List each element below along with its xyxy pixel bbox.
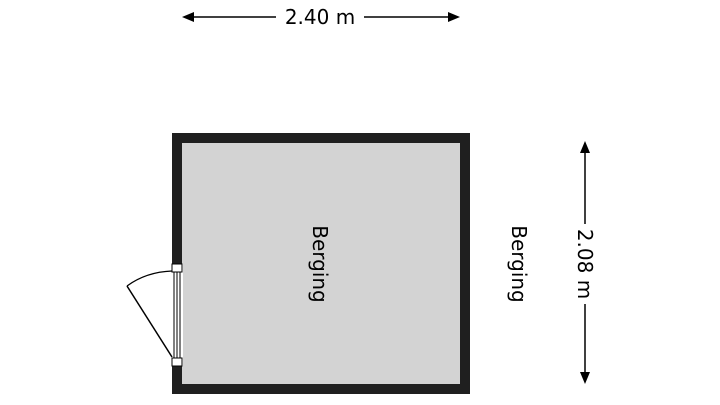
height-arrow-top-icon <box>580 141 590 153</box>
room-berging: Berging <box>126 133 470 394</box>
width-dimension-label: 2.40 m <box>285 5 355 29</box>
door-jamb-bottom <box>171 357 183 367</box>
door-jamb-top <box>171 263 183 273</box>
room-label: Berging <box>308 225 332 303</box>
side-room-label: Berging <box>507 225 531 303</box>
door-leaf <box>126 285 173 358</box>
width-dimension: 2.40 m <box>182 5 460 29</box>
door-swing-arc <box>126 270 173 287</box>
width-arrow-right-icon <box>448 12 460 22</box>
height-dimension: 2.08 m <box>573 141 597 384</box>
height-dimension-label: 2.08 m <box>573 229 597 299</box>
room-floor <box>182 143 460 384</box>
height-arrow-bottom-icon <box>580 372 590 384</box>
width-arrow-left-icon <box>182 12 194 22</box>
